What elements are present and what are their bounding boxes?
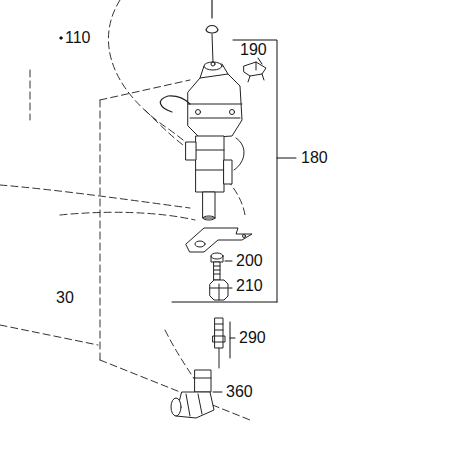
phantom-outline xyxy=(0,0,250,420)
callout-number: 210 xyxy=(236,277,263,295)
callout-number: 190 xyxy=(240,41,267,59)
callout-number: 290 xyxy=(239,329,266,347)
callout-number: 110 xyxy=(65,29,91,47)
callout-number: 180 xyxy=(301,149,328,167)
fitting-part xyxy=(213,318,225,368)
callout-number: 30 xyxy=(56,289,74,307)
callout-number: 200 xyxy=(236,252,263,270)
clip-part xyxy=(244,62,266,82)
leader-line xyxy=(60,37,296,392)
screw-part xyxy=(211,253,223,280)
nut-part xyxy=(210,280,228,300)
callout-number: 360 xyxy=(226,383,253,401)
mounting-bracket xyxy=(186,228,252,252)
elbow-part xyxy=(171,370,214,418)
valve-body xyxy=(160,62,244,220)
